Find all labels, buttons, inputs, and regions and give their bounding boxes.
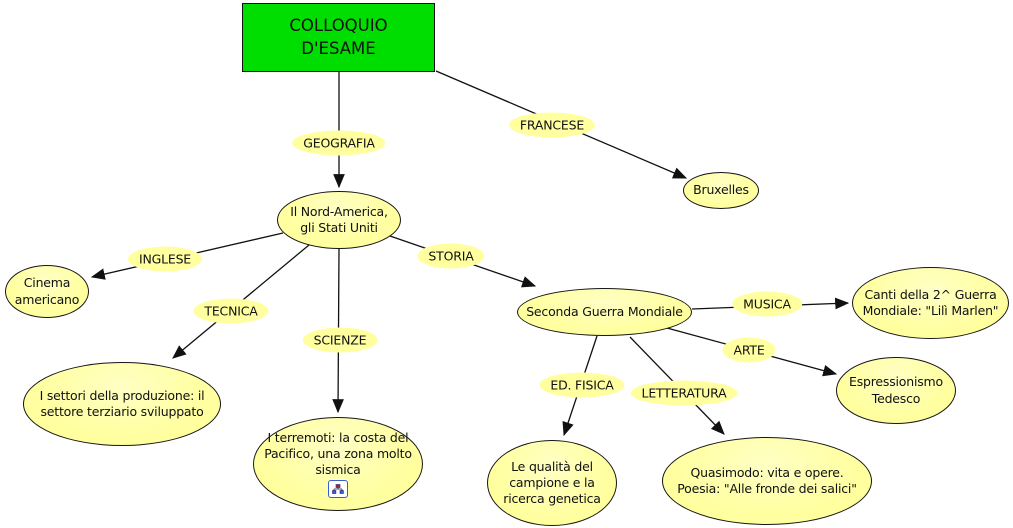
concept-label: Le qualità del campione e la ricerca gen…	[503, 458, 601, 507]
concept-settori-produzione[interactable]: I settori della produzione: il settore t…	[23, 362, 221, 446]
concept-canti-guerra[interactable]: Canti della 2^ Guerra Mondiale: "Lilì Ma…	[852, 267, 1009, 339]
link-label-text: INGLESE	[138, 251, 192, 267]
link-label-text: STORIA	[428, 248, 474, 264]
concept-label: Seconda Guerra Mondiale	[526, 303, 683, 319]
link-label-text: TECNICA	[204, 303, 258, 319]
concept-label: I settori della produzione: il settore t…	[39, 387, 205, 419]
link-label-text: MUSICA	[743, 296, 791, 312]
link-label-francese[interactable]: FRANCESE	[508, 112, 596, 138]
concept-label: Quasimodo: vita e opere. Poesia: "Alle f…	[677, 464, 857, 496]
concept-terremoti[interactable]: I terremoti: la costa del Pacifico, una …	[253, 417, 423, 511]
link-label-storia[interactable]: STORIA	[417, 243, 485, 269]
concept-bruxelles[interactable]: Bruxelles	[683, 172, 759, 209]
concept-qualita-campione[interactable]: Le qualità del campione e la ricerca gen…	[487, 440, 617, 526]
link-label-text: FRANCESE	[519, 117, 585, 133]
link-label-geografia[interactable]: GEOGRAFIA	[292, 130, 386, 156]
concept-cinema-americano[interactable]: Cinema americano	[5, 265, 89, 318]
link-label-text: SCIENZE	[313, 332, 367, 348]
concept-content: I terremoti: la costa del Pacifico, una …	[264, 430, 412, 499]
root-node-colloquio-desame[interactable]: COLLOQUIO D'ESAME	[242, 3, 435, 72]
link-label-text: ARTE	[733, 342, 765, 358]
link-label-text: ED. FISICA	[550, 377, 614, 393]
concept-label: Espressionismo Tedesco	[849, 374, 943, 406]
link-label-text: LETTERATURA	[641, 385, 727, 401]
root-node-label: COLLOQUIO D'ESAME	[289, 16, 388, 58]
link-label-inglese[interactable]: INGLESE	[127, 246, 203, 272]
link-label-musica[interactable]: MUSICA	[732, 291, 802, 317]
concept-quasimodo[interactable]: Quasimodo: vita e opere. Poesia: "Alle f…	[662, 437, 872, 525]
concept-label: I terremoti: la costa del Pacifico, una …	[264, 429, 412, 478]
concept-label: Canti della 2^ Guerra Mondiale: "Lilì Ma…	[862, 286, 999, 318]
concept-label: Cinema americano	[14, 275, 80, 307]
concept-nord-america[interactable]: Il Nord-America, gli Stati Uniti	[277, 191, 401, 249]
link-label-arte[interactable]: ARTE	[722, 337, 776, 363]
concept-label: Bruxelles	[693, 182, 749, 198]
linked-cmap-icon[interactable]	[328, 480, 348, 499]
link-label-ed-fisica[interactable]: ED. FISICA	[539, 372, 625, 398]
concept-label: Il Nord-America, gli Stati Uniti	[290, 203, 388, 235]
link-label-tecnica[interactable]: TECNICA	[193, 298, 269, 324]
link-label-text: GEOGRAFIA	[303, 135, 375, 151]
link-label-letteratura[interactable]: LETTERATURA	[630, 380, 738, 406]
link-label-scienze[interactable]: SCIENZE	[302, 327, 378, 353]
concept-seconda-guerra-mondiale[interactable]: Seconda Guerra Mondiale	[517, 288, 692, 336]
concept-espressionismo-tedesco[interactable]: Espressionismo Tedesco	[836, 357, 956, 424]
